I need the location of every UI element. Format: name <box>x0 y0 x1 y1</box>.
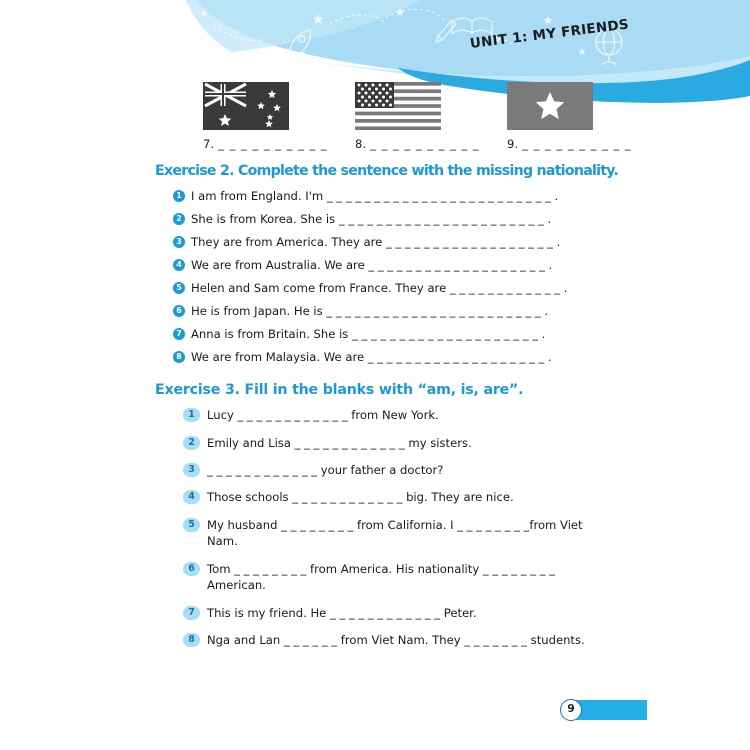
exercise-3-block: Exercise 3. Fill in the blanks with “am,… <box>155 382 710 649</box>
star-icon <box>200 8 586 55</box>
item-text: She is from Korea. She is _ _ _ _ _ _ _ … <box>191 211 552 226</box>
item-number-badge: 2 <box>173 212 185 225</box>
flag-cell-7: 7. _ _ _ _ _ _ _ _ _ _ <box>203 82 327 151</box>
item-text: Nga and Lan _ _ _ _ _ _ from Viet Nam. T… <box>207 633 585 648</box>
pencil-icon <box>435 19 457 43</box>
flag-number-7: 7. <box>203 137 215 151</box>
item-number-badge: 5 <box>183 517 200 532</box>
flag-label-7: 7. _ _ _ _ _ _ _ _ _ _ <box>203 137 327 151</box>
banner-wave-band <box>205 42 750 92</box>
item-number-badge: 8 <box>183 633 200 648</box>
item-number-badge: 1 <box>173 190 185 202</box>
flag-number-9: 9. <box>507 137 519 151</box>
list-item[interactable]: 5 My husband _ _ _ _ _ _ _ _ from Califo… <box>155 517 710 550</box>
exercise-2-list: 1 I am from England. I'm _ _ _ _ _ _ _ _… <box>155 188 710 365</box>
flag-blank-9[interactable]: _ _ _ _ _ _ _ _ _ _ <box>522 137 632 151</box>
item-number-badge: 4 <box>183 490 200 505</box>
australia-flag-icon <box>203 82 289 130</box>
page-number: 9 <box>560 699 582 721</box>
item-text: They are from America. They are _ _ _ _ … <box>191 234 561 249</box>
page-footer-bar: 9 <box>560 699 647 721</box>
list-item[interactable]: 4 Those schools _ _ _ _ _ _ _ _ _ _ _ _ … <box>155 489 710 505</box>
globe-icon <box>595 28 623 66</box>
item-number-badge: 7 <box>183 605 200 620</box>
list-item[interactable]: 6 He is from Japan. He is _ _ _ _ _ _ _ … <box>155 303 710 319</box>
page-header-banner: UNIT 1: MY FRIENDS <box>0 0 750 120</box>
item-number-badge: 7 <box>173 327 185 340</box>
book-icon <box>451 17 493 36</box>
item-text: This is my friend. He _ _ _ _ _ _ _ _ _ … <box>207 605 477 620</box>
flag-label-9: 9. _ _ _ _ _ _ _ _ _ _ <box>507 137 631 151</box>
list-item[interactable]: 5 Helen and Sam come from France. They a… <box>155 280 710 296</box>
item-text: I am from England. I'm _ _ _ _ _ _ _ _ _… <box>191 189 559 203</box>
item-number-badge: 6 <box>173 304 185 317</box>
item-number-badge: 6 <box>183 561 200 576</box>
item-number-badge: 3 <box>173 235 185 248</box>
item-number-badge: 5 <box>173 281 185 294</box>
list-item[interactable]: 3 They are from America. They are _ _ _ … <box>155 234 710 250</box>
flag-label-8: 8. _ _ _ _ _ _ _ _ _ _ <box>355 137 479 151</box>
flag-cell-9: 9. _ _ _ _ _ _ _ _ _ _ <box>507 82 631 151</box>
banner-wave-accent <box>398 60 750 103</box>
banner-decorations <box>200 8 623 66</box>
list-item[interactable]: 1 Lucy _ _ _ _ _ _ _ _ _ _ _ _ from New … <box>155 407 710 423</box>
flag-number-8: 8. <box>355 137 367 151</box>
item-number-badge: 2 <box>183 435 200 450</box>
list-item[interactable]: 2 Emily and Lisa _ _ _ _ _ _ _ _ _ _ _ _… <box>155 435 710 451</box>
item-text: We are from Australia. We are _ _ _ _ _ … <box>191 257 553 272</box>
list-item[interactable]: 3 _ _ _ _ _ _ _ _ _ _ _ _ your father a … <box>155 462 710 478</box>
item-number-badge: 4 <box>173 258 185 271</box>
exercise-3-list: 1 Lucy _ _ _ _ _ _ _ _ _ _ _ _ from New … <box>155 407 710 649</box>
list-item[interactable]: 6 Tom _ _ _ _ _ _ _ _ from America. His … <box>155 561 710 594</box>
item-number-badge: 8 <box>173 350 185 363</box>
item-text: Those schools _ _ _ _ _ _ _ _ _ _ _ _ bi… <box>207 490 514 505</box>
item-text: Emily and Lisa _ _ _ _ _ _ _ _ _ _ _ _ m… <box>207 435 472 450</box>
flag-exercise-row: 7. _ _ _ _ _ _ _ _ _ _ <box>0 82 750 151</box>
item-text: Helen and Sam come from France. They are… <box>191 280 568 295</box>
item-text: _ _ _ _ _ _ _ _ _ _ _ _ your father a do… <box>207 463 444 478</box>
item-number-badge: 1 <box>183 408 200 423</box>
exercise-area: Exercise 2. Complete the sentence with t… <box>0 163 750 660</box>
list-item[interactable]: 2 She is from Korea. She is _ _ _ _ _ _ … <box>155 211 710 227</box>
list-item[interactable]: 4 We are from Australia. We are _ _ _ _ … <box>155 257 710 273</box>
vietnam-flag-icon <box>507 82 593 130</box>
banner-wave-graphic <box>186 0 750 103</box>
exercise-2-heading: Exercise 2. Complete the sentence with t… <box>155 163 619 179</box>
item-text: My husband _ _ _ _ _ _ _ _ from Californ… <box>207 517 583 549</box>
flag-blank-7[interactable]: _ _ _ _ _ _ _ _ _ _ <box>218 137 328 151</box>
rocket-icon <box>285 29 312 60</box>
item-text: We are from Malaysia. We are _ _ _ _ _ _… <box>191 349 552 364</box>
exercise-3-heading: Exercise 3. Fill in the blanks with “am,… <box>155 382 524 399</box>
list-item[interactable]: 8 Nga and Lan _ _ _ _ _ _ from Viet Nam.… <box>155 632 710 648</box>
item-text: Lucy _ _ _ _ _ _ _ _ _ _ _ _ from New Yo… <box>207 408 439 423</box>
usa-flag-icon <box>355 82 441 130</box>
banner-wave-pale <box>186 0 420 52</box>
item-text: Tom _ _ _ _ _ _ _ _ from America. His na… <box>207 561 556 593</box>
list-item[interactable]: 1 I am from England. I'm _ _ _ _ _ _ _ _… <box>155 188 710 204</box>
dotted-swirl <box>213 8 513 45</box>
item-text: He is from Japan. He is _ _ _ _ _ _ _ _ … <box>191 303 549 318</box>
flag-blank-8[interactable]: _ _ _ _ _ _ _ _ _ _ <box>370 137 480 151</box>
item-number-badge: 3 <box>183 463 200 478</box>
list-item[interactable]: 8 We are from Malaysia. We are _ _ _ _ _… <box>155 349 710 365</box>
list-item[interactable]: 7 Anna is from Britain. She is _ _ _ _ _… <box>155 326 710 342</box>
exercise-2-block: Exercise 2. Complete the sentence with t… <box>155 163 710 365</box>
item-text: Anna is from Britain. She is _ _ _ _ _ _… <box>191 326 546 341</box>
list-item[interactable]: 7 This is my friend. He _ _ _ _ _ _ _ _ … <box>155 605 710 621</box>
flag-cell-8: 8. _ _ _ _ _ _ _ _ _ _ <box>355 82 479 151</box>
